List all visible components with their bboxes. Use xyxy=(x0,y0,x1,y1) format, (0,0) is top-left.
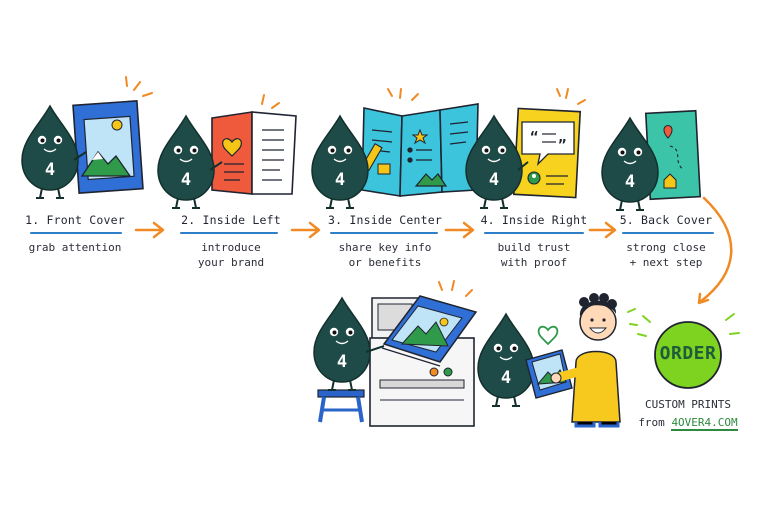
handoff-scene xyxy=(477,293,638,428)
printer-scene xyxy=(313,280,478,427)
mascot-1 xyxy=(21,105,79,199)
mascot-handoff-label: 4 xyxy=(500,368,512,388)
step-1-title: 1. Front Cover xyxy=(25,213,125,227)
step-3-subtitle-line-2: or benefits xyxy=(348,256,422,269)
step-5-illustration xyxy=(601,109,702,211)
order-line-1: CUSTOM PRINTS xyxy=(644,398,732,411)
step-1-subtitle: grab attention xyxy=(20,240,130,255)
step-3-subtitle: share key info or benefits xyxy=(322,240,448,270)
step-arrows xyxy=(134,196,733,305)
order-line-2-prefix: from xyxy=(638,416,665,429)
step-2-underline xyxy=(180,232,278,234)
step-4-subtitle: build trust with proof xyxy=(476,240,592,270)
step-4-illustration: “ ” xyxy=(465,88,586,209)
step-3-underline xyxy=(330,232,438,234)
mascot-3-label: 4 xyxy=(334,170,346,190)
step-3-subtitle-line-1: share key info xyxy=(338,241,432,254)
order-button-label: ORDER xyxy=(659,343,717,364)
step-3-illustration xyxy=(311,88,479,209)
step-5-subtitle-line-1: strong close xyxy=(626,241,706,254)
mascot-1-label: 4 xyxy=(44,160,56,180)
mascot-5-label: 4 xyxy=(624,172,636,192)
step-4-underline xyxy=(484,232,584,234)
order-badge xyxy=(637,313,740,389)
mascot-4-label: 4 xyxy=(488,170,500,190)
svg-text:”: ” xyxy=(558,138,566,154)
step-5-underline xyxy=(622,232,714,234)
step-1-illustration xyxy=(21,76,153,199)
step-5-subtitle: strong close + next step xyxy=(614,240,718,270)
step-2-title: 2. Inside Left xyxy=(181,213,281,227)
step-1-subtitle-line-1: grab attention xyxy=(28,241,122,254)
mascot-3 xyxy=(311,115,369,209)
step-2-subtitle: introduce your brand xyxy=(172,240,290,270)
mascot-2 xyxy=(157,115,215,209)
step-4-subtitle-line-2: with proof xyxy=(500,256,568,269)
step-2-subtitle-line-2: your brand xyxy=(197,256,265,269)
step-4-title: 4. Inside Right xyxy=(480,213,588,227)
step-2-subtitle-line-1: introduce xyxy=(201,241,261,254)
mascot-printer xyxy=(313,297,371,391)
order-brand-link[interactable]: 4OVER4.COM xyxy=(671,416,738,431)
order-line-2: from 4OVER4.COM xyxy=(632,416,744,431)
step-5-subtitle-line-2: + next step xyxy=(629,256,703,269)
step-4-subtitle-line-1: build trust xyxy=(497,241,571,254)
svg-text:“: “ xyxy=(530,130,538,146)
step-2-illustration xyxy=(157,94,297,209)
mascot-printer-label: 4 xyxy=(336,352,348,372)
step-1-underline xyxy=(30,232,122,234)
mascot-2-label: 4 xyxy=(180,170,192,190)
step-5-title: 5. Back Cover xyxy=(619,213,713,227)
step-3-title: 3. Inside Center xyxy=(328,213,442,227)
